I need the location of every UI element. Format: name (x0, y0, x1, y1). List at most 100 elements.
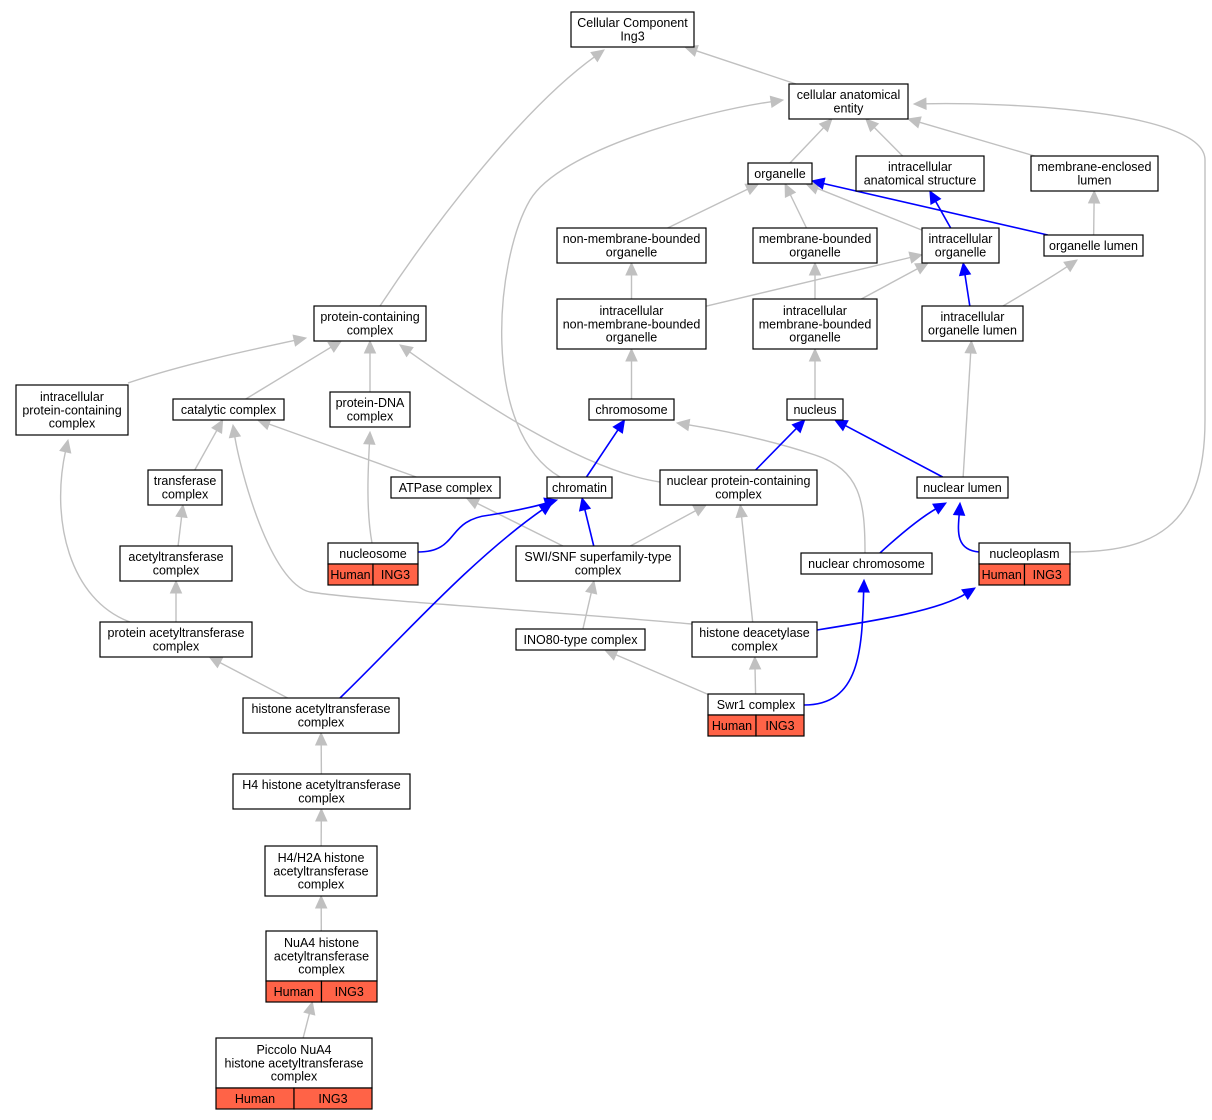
node-label-line: protein-containing (22, 403, 121, 417)
node-label-line: protein acetyltransferase (108, 626, 245, 640)
edge-nucleosome-to-pdna (367, 441, 373, 544)
node-label-line: acetyltransferase (274, 949, 369, 963)
node-label-line: intracellular (929, 232, 993, 246)
edge-swr1-to-hdac (754, 666, 757, 695)
edge-nucleoplasm-to-cae (923, 102, 1206, 553)
edge-nmbo-to-organelle (667, 187, 750, 229)
edge-pcc-to-root-arrowhead (590, 49, 605, 63)
node-label-line: non-membrane-bounded (563, 317, 701, 331)
node-label-line: membrane-bounded (759, 317, 872, 331)
edge-ias-to-cae (872, 125, 904, 157)
edge-nucleoplasm-to-nl-arrowhead (952, 501, 966, 516)
edge-hat-to-patc (217, 660, 288, 699)
edge-cc-to-pcc-arrowhead (327, 340, 343, 353)
edge-pcc-to-root (379, 55, 597, 307)
node-chromatin[interactable]: chromatin (546, 476, 613, 499)
edge-nchrom-to-nl-arrowhead (932, 502, 948, 515)
edge-cc-to-pcc (245, 345, 334, 400)
edge-io-to-organelle-arrowhead (805, 182, 821, 195)
node-label-line: complex (298, 878, 345, 892)
node-organelle[interactable]: organelle (747, 162, 813, 185)
node-label-line: Cellular Component (577, 16, 688, 30)
node-label-line: organelle (935, 246, 986, 260)
edge-tc-to-cc-arrowhead (211, 418, 224, 434)
node-label-line: organelle (789, 331, 840, 345)
edge-npcc-to-nucleus (755, 426, 799, 471)
node-chromosome[interactable]: chromosome (588, 398, 675, 421)
edge-nucleoplasm-to-nl (957, 512, 980, 553)
node-box (546, 476, 613, 499)
edge-io-to-ias (934, 199, 952, 229)
node-inmbo[interactable]: intracellularnon-membrane-boundedorganel… (556, 298, 707, 350)
node-label-line: intracellular (40, 390, 104, 404)
edge-mel-to-cae (917, 121, 1035, 157)
node-ino80[interactable]: INO80-type complex (515, 628, 646, 651)
edge-pdna-to-pcc-arrowhead (363, 339, 377, 354)
edge-tc-to-cc (194, 428, 219, 471)
node-ol[interactable]: organelle lumen (1043, 234, 1144, 257)
edge-nl-to-nucleus (843, 423, 944, 478)
edge-nl-to-iol-arrowhead (964, 339, 977, 354)
edge-swr1-to-hdac-arrowhead (748, 655, 762, 670)
node-label-line: histone acetyltransferase (225, 1056, 364, 1070)
edge-ipcc-to-pcc-arrowhead (292, 334, 308, 347)
node-label-line: entity (834, 102, 865, 116)
node-box (786, 398, 844, 421)
edge-ipcc-to-pcc (127, 339, 297, 384)
node-nucleus[interactable]: nucleus (786, 398, 844, 421)
edge-nucleus-to-imbo-arrowhead (808, 347, 822, 362)
node-nl[interactable]: nuclear lumen (916, 476, 1009, 499)
node-label-line: complex (153, 640, 200, 654)
node-box (99, 621, 253, 658)
edge-swr1-to-nchrom-arrowhead (857, 578, 870, 593)
node-label-line: nucleus (793, 403, 836, 417)
node-box (242, 697, 400, 734)
edge-patc-to-atc-arrowhead (169, 579, 183, 594)
node-label-line: acetyltransferase (273, 864, 368, 878)
edge-imbo-to-io-arrowhead (914, 262, 930, 275)
node-box (855, 155, 985, 192)
edge-inmbo-to-io-arrowhead (908, 251, 924, 264)
node-atpase[interactable]: ATPase complex (390, 476, 501, 499)
node-box (147, 469, 223, 506)
node-label-line: organelle (754, 167, 805, 181)
node-label-line: H4/H2A histone (278, 851, 365, 865)
edge-hat-to-patc-arrowhead (208, 656, 224, 669)
node-label-line: organelle (789, 246, 840, 260)
node-nua4[interactable]: NuA4 histoneacetyltransferasecomplexHuma… (265, 930, 378, 1003)
edge-cae-to-root (694, 49, 797, 85)
node-label-line: intracellular (783, 304, 847, 318)
edge-ino80-to-swisnf (582, 590, 593, 630)
node-label-line: organelle lumen (1049, 239, 1138, 253)
edge-ino80-to-swisnf-arrowhead (585, 579, 598, 595)
node-nchrom[interactable]: nuclear chromosome (800, 552, 933, 575)
annotation-species: Human (982, 568, 1022, 582)
node-cc[interactable]: catalytic complex (172, 398, 285, 421)
node-label-line: nucleoplasm (989, 547, 1059, 561)
